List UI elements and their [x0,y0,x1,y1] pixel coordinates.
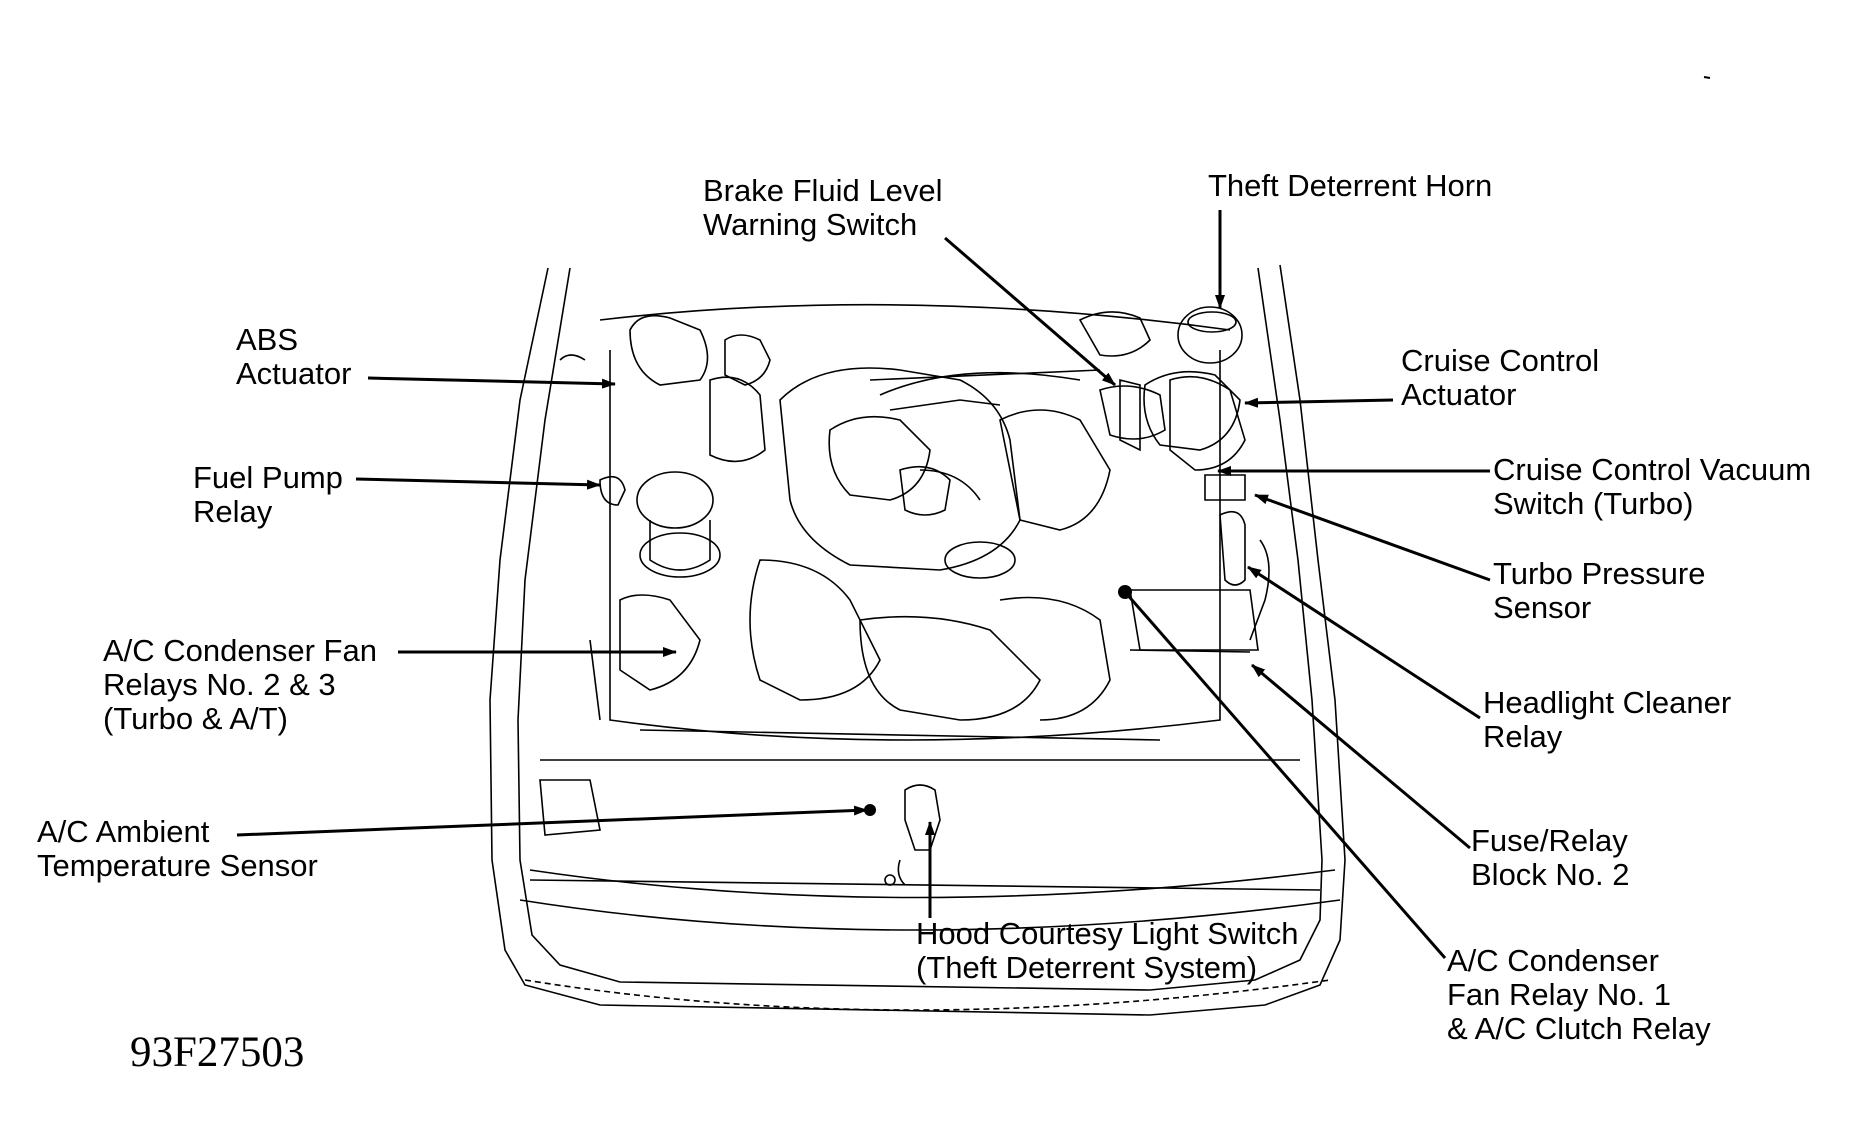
label-brake-fluid-level-warning-switch: Brake Fluid Level Warning Switch [703,173,943,242]
label-cruise-control-vacuum-switch: Cruise Control Vacuum Switch (Turbo) [1493,452,1812,521]
label-fuel-pump-relay: Fuel Pump Relay [193,460,343,529]
label-fuse-relay-block-2: Fuse/Relay Block No. 2 [1471,823,1630,892]
arrow-headlight-cleaner [1247,565,1481,720]
figure-code: 93F27503 [130,1029,305,1076]
ac-fan-relay-1-dot [1118,585,1132,599]
arrow-brake-fluid [944,236,1116,387]
label-headlight-cleaner-relay: Headlight Cleaner Relay [1483,685,1732,754]
label-ac-ambient-temperature-sensor: A/C Ambient Temperature Sensor [37,814,318,883]
label-theft-deterrent-horn: Theft Deterrent Horn [1208,168,1493,203]
arrow-abs [367,376,616,389]
label-cruise-control-actuator: Cruise Control Actuator [1401,343,1600,412]
label-ac-condenser-fan-relays-2-3: A/C Condenser Fan Relays No. 2 & 3 (Turb… [103,633,377,736]
engine-components [539,306,1270,886]
label-abs-actuator: ABS Actuator [236,322,352,391]
arrow-turbo-pressure [1254,493,1491,582]
arrow-fuse-relay [1251,663,1471,850]
label-ac-condenser-fan-relay-1: A/C Condenser Fan Relay No. 1 & A/C Clut… [1447,943,1711,1046]
arrow-cruise-actuator [1244,397,1394,408]
arrow-ac-ambient [236,805,868,837]
label-turbo-pressure-sensor: Turbo Pressure Sensor [1493,556,1706,625]
ac-ambient-dot [864,804,876,816]
label-hood-courtesy-light-switch: Hood Courtesy Light Switch (Theft Deterr… [916,916,1299,985]
arrow-fuel-pump [355,477,601,490]
arrow-ac-fan-relay-1 [1123,591,1447,959]
speck-mark [1703,76,1711,79]
vehicle-body-outline [489,264,1346,1016]
leader-arrows [236,210,1491,959]
